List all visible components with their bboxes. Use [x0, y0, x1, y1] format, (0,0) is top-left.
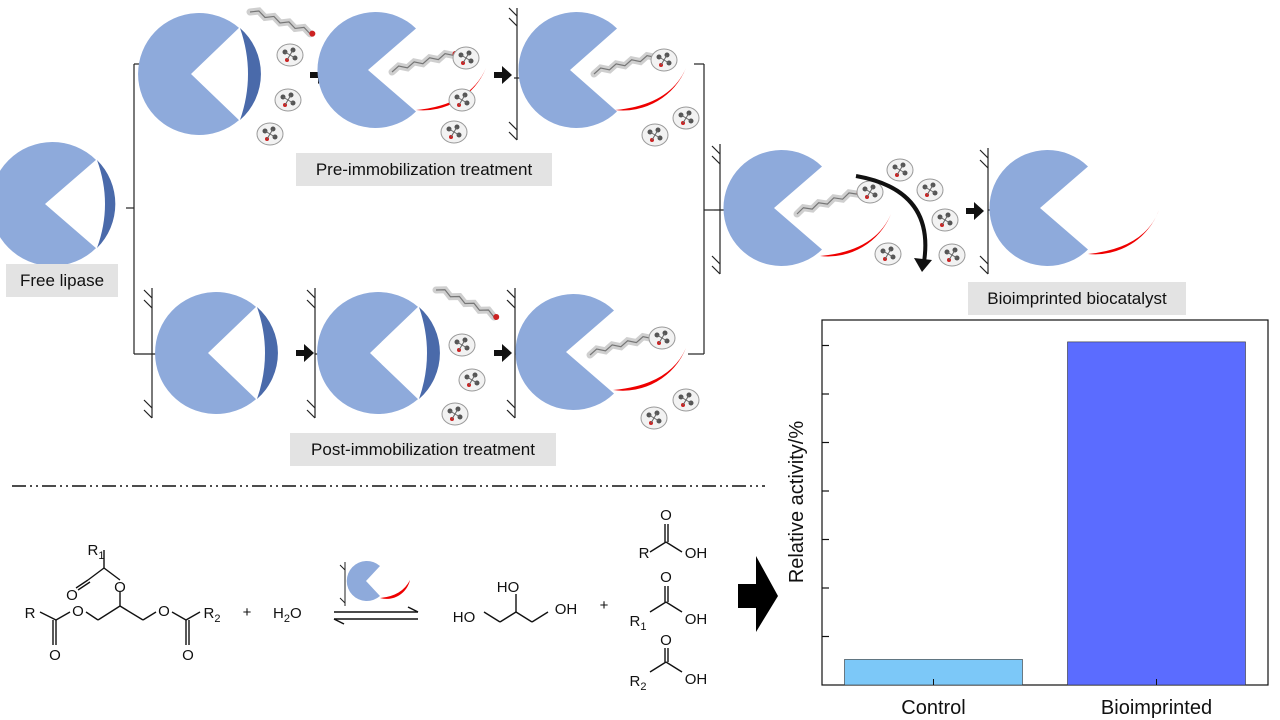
release-curved-arrow: [855, 174, 928, 263]
fa-r1-label: R1: [630, 613, 647, 633]
fa-r1-o: O: [660, 569, 672, 586]
branch-bracket: [126, 63, 152, 355]
fa-r2-label: R2: [630, 673, 647, 693]
fa-r2-oh: OH: [685, 671, 708, 688]
tg-r: R: [25, 605, 36, 622]
arrow-post-1: [296, 344, 314, 362]
tg-o-carbonyl-top: O: [66, 587, 78, 604]
fatty-acid-r2: O R2 OH: [630, 632, 708, 693]
free-lipase-label-box: Free lipase: [6, 264, 118, 297]
glycerol-oh-right: OH: [555, 601, 578, 618]
arrow-to-product: [966, 202, 984, 220]
water-formula: H2O: [273, 605, 302, 625]
fa-r-label: R: [639, 545, 650, 562]
tg-o-carbonyl-right: O: [182, 647, 194, 664]
chart-frame: [821, 319, 1269, 686]
pre-lipase-closed: [138, 12, 261, 135]
catalyst-icon: [339, 561, 410, 606]
post-label-box: Post-immobilization treatment: [290, 433, 556, 466]
pre-lipase-open-2: [518, 12, 686, 129]
y-axis-ticks: [822, 344, 829, 638]
product-label: Bioimprinted biocatalyst: [987, 289, 1167, 308]
fatty-acid-r1: O R1 OH: [630, 569, 708, 633]
glycerol-oh-left: HO: [453, 609, 476, 626]
free-lipase-closed: [0, 142, 116, 266]
equilibrium-arrows: [333, 606, 419, 625]
post-lipase-closed-2: [317, 291, 440, 414]
activity-bar-chart: Control Bioimprinted Relative activity/%: [786, 319, 1269, 719]
plus-1: +: [243, 604, 252, 621]
product-label-box: Bioimprinted biocatalyst: [968, 282, 1186, 315]
release-arrowhead: [914, 258, 932, 272]
plus-2: +: [600, 597, 609, 614]
big-arrow-to-chart: [738, 556, 778, 632]
tg-r1: R1: [88, 542, 105, 562]
bar-bioimprinted: [1067, 341, 1246, 686]
y-axis-title: Relative activity/%: [786, 421, 808, 583]
glycerol-structure: HO HO OH: [453, 579, 578, 626]
fa-r-o: O: [660, 507, 672, 524]
chart-bars: [844, 341, 1246, 686]
pre-label-box: Pre-immobilization treatment: [296, 153, 552, 186]
tg-r2: R2: [204, 605, 221, 625]
x-label-bioimprinted: Bioimprinted: [1101, 697, 1212, 719]
tg-o-ester-left: O: [72, 603, 84, 620]
glycerol-oh-top: HO: [497, 579, 520, 596]
post-lipase-open: [515, 294, 686, 411]
x-axis-labels: Control Bioimprinted: [901, 697, 1212, 719]
arrow-pre-2: [494, 66, 512, 84]
post-treatment-label: Post-immobilization treatment: [311, 440, 535, 459]
product-lipase-open: [989, 150, 1159, 266]
triglyceride-structure: O O O O O O R1 R2 R: [25, 542, 221, 664]
fa-r2-o: O: [660, 632, 672, 649]
merge-bracket: [688, 63, 714, 355]
tg-o-carbonyl-left: O: [49, 647, 61, 664]
tg-o-ester-top: O: [114, 579, 126, 596]
arrow-post-2: [494, 344, 512, 362]
fa-r1-oh: OH: [685, 611, 708, 628]
post-lipase-closed-1: [155, 291, 278, 414]
free-lipase-label: Free lipase: [20, 271, 104, 290]
fa-r-oh: OH: [685, 545, 708, 562]
pre-treatment-label: Pre-immobilization treatment: [316, 160, 533, 179]
tg-o-ester-right: O: [158, 603, 170, 620]
x-label-control: Control: [901, 697, 965, 719]
merged-lipase-open: [723, 150, 891, 266]
fatty-acid-r: O R OH: [639, 507, 708, 562]
